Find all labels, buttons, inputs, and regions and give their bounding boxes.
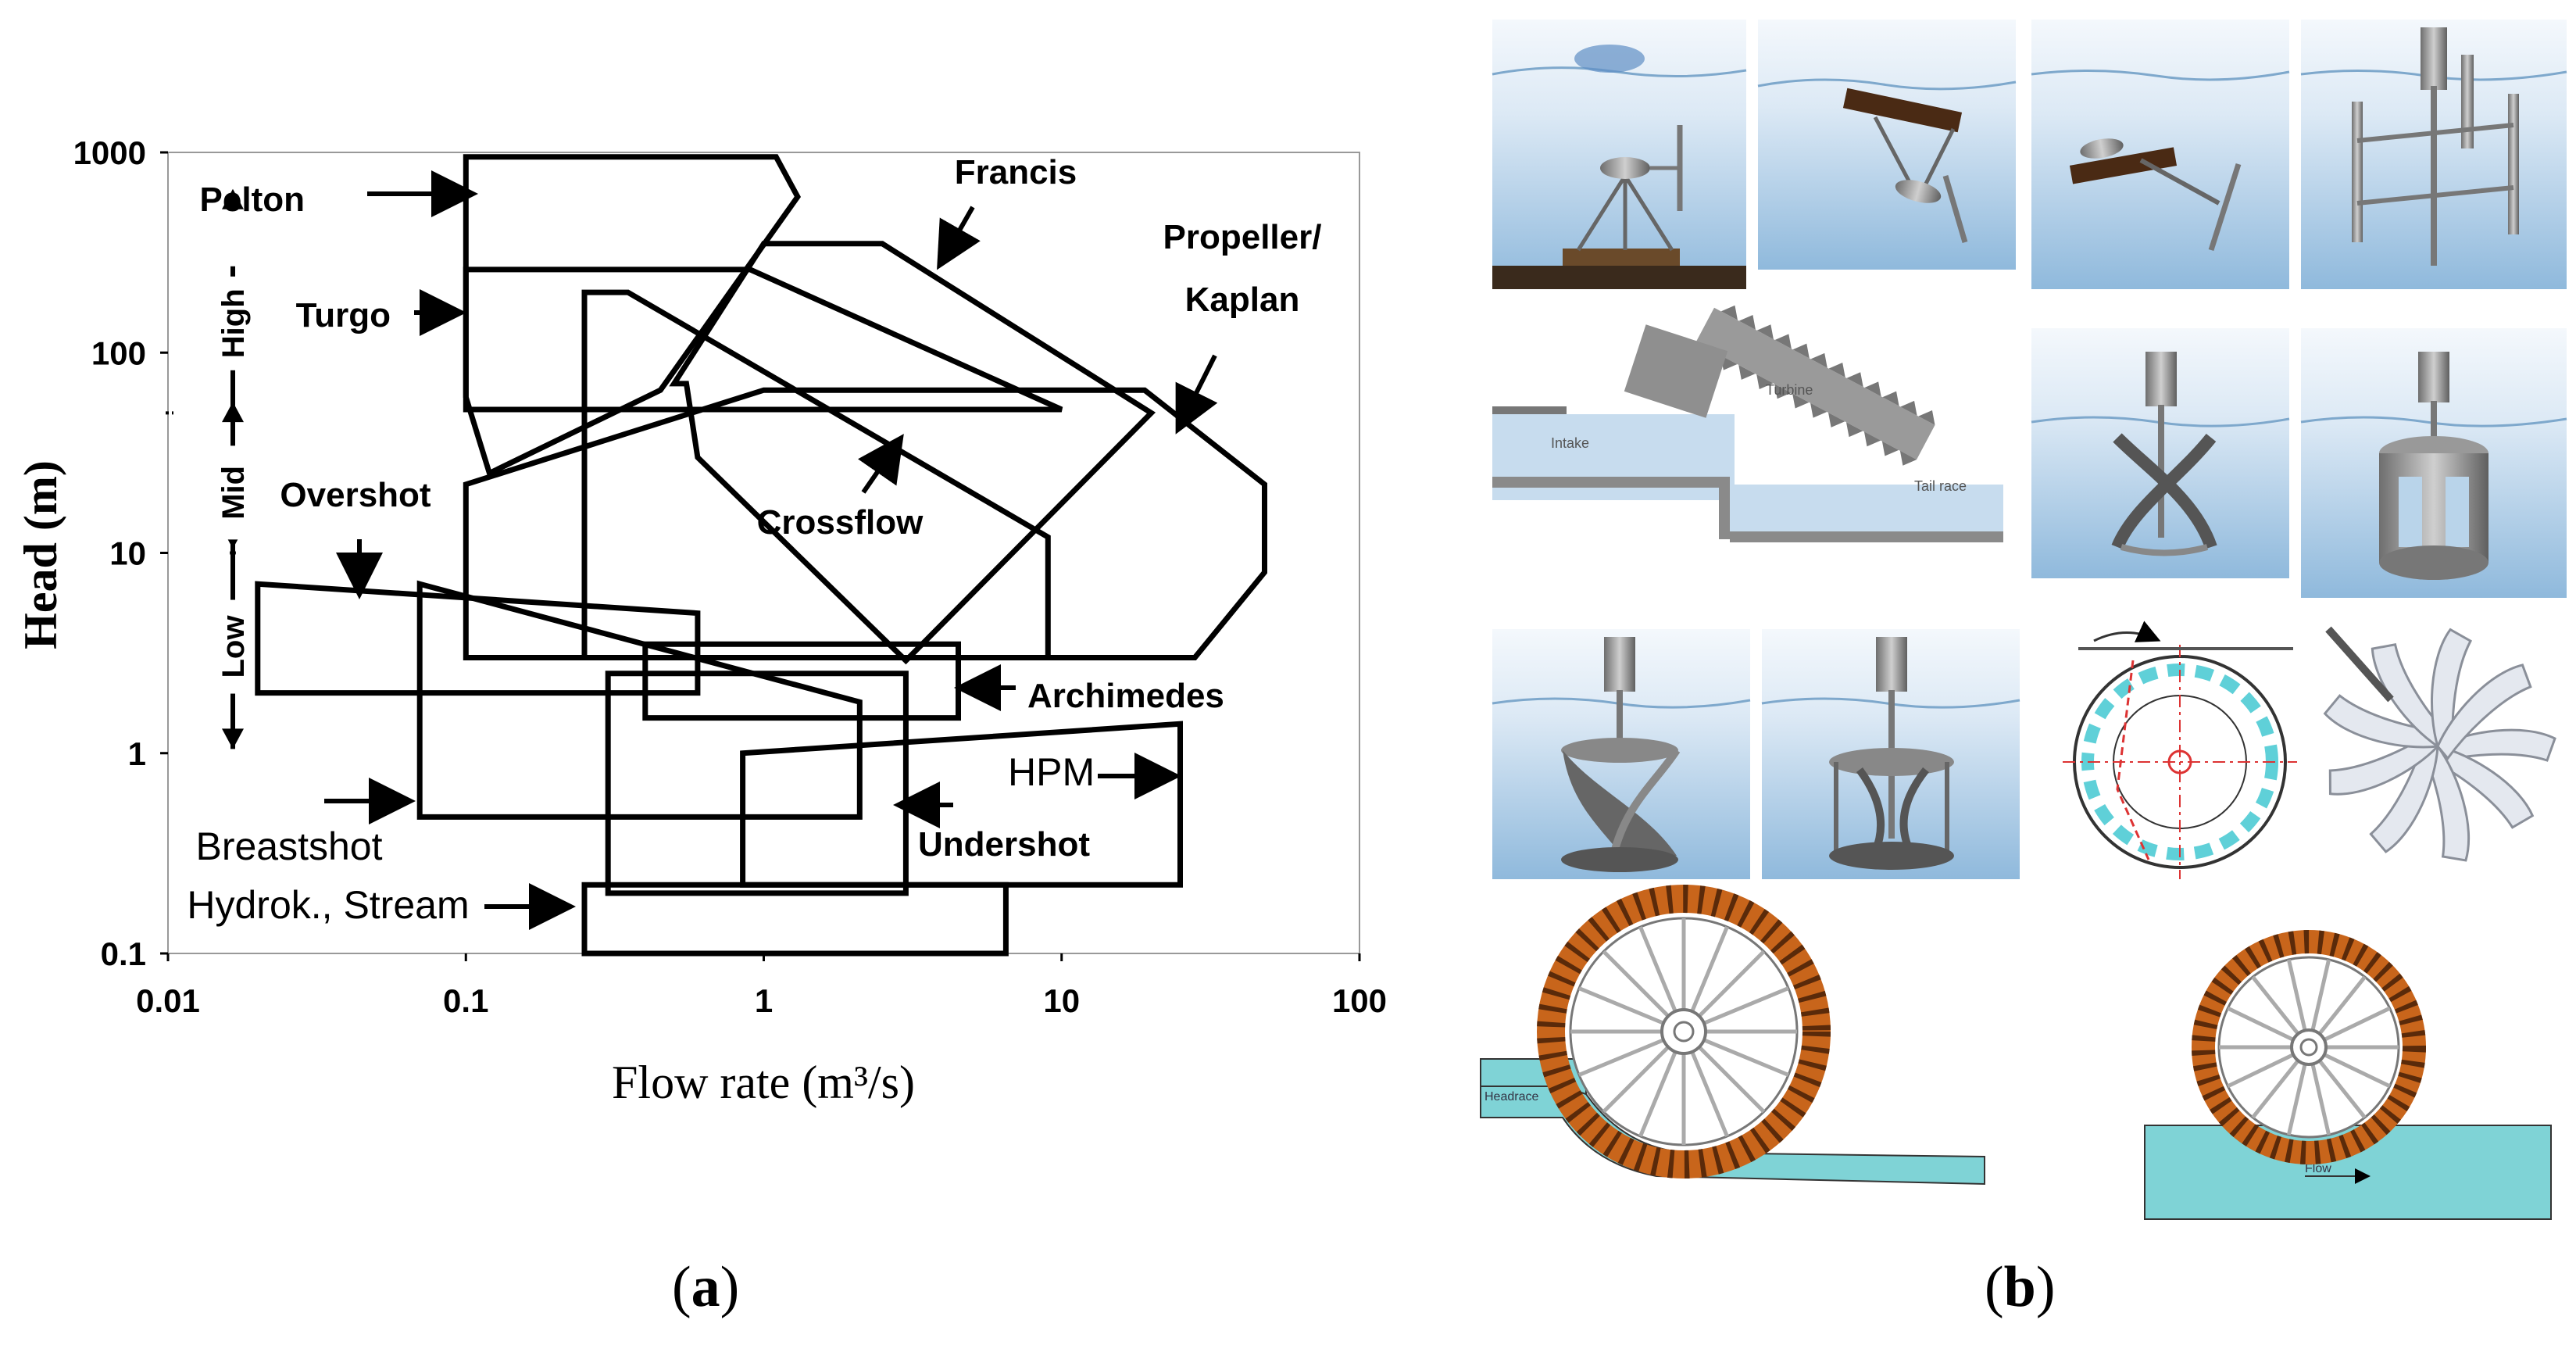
y-tick-label: 100 bbox=[91, 334, 146, 371]
head-range-high: High bbox=[216, 288, 251, 358]
label-undershot: Undershot bbox=[918, 825, 1090, 864]
label-archimedes: Archimedes bbox=[1027, 677, 1224, 715]
caption-b: (b) bbox=[1985, 1255, 2056, 1319]
region-overshot bbox=[255, 581, 701, 696]
turbine-label: Turbine bbox=[1766, 382, 1813, 398]
region-turgo bbox=[463, 266, 1063, 413]
x-tick-label: 0.1 bbox=[443, 982, 488, 1019]
region-crossflow bbox=[581, 289, 1051, 660]
label-francis: Francis bbox=[955, 153, 1077, 191]
headrace-label: Headrace bbox=[1485, 1090, 1538, 1103]
region-hpm bbox=[740, 721, 1183, 888]
vertical-axis-darrieus-h-rotor-tile bbox=[2300, 20, 2567, 289]
y-tick-label: 0.1 bbox=[101, 935, 146, 972]
y-tick-label: 1 bbox=[128, 735, 146, 772]
label-breastshot: Breastshot bbox=[195, 824, 382, 868]
label-arrow bbox=[1175, 354, 1218, 435]
horizontal-axis-turbine-floating-tile bbox=[1757, 20, 2017, 270]
region-undershot bbox=[605, 671, 909, 896]
y-axis-label: Head (m) bbox=[15, 460, 66, 649]
label-turgo: Turgo bbox=[296, 296, 391, 334]
turbine-illustrations: Intake Turbine Tail race bbox=[1480, 20, 2567, 1220]
tail-race-label: Tail race bbox=[1914, 478, 1967, 494]
region-archimedes bbox=[642, 641, 961, 721]
inclined-axis-turbine-floating-tile bbox=[2031, 20, 2290, 289]
label-kaplan: Kaplan bbox=[1185, 281, 1300, 319]
region-francis bbox=[669, 241, 1156, 665]
label-arrow bbox=[858, 434, 904, 494]
archimedes-screw-installation-tile: Intake Turbine Tail race bbox=[1492, 305, 2024, 555]
crossflow-rotor-drawing-tile bbox=[2063, 621, 2297, 879]
label-hydrok-stream: Hydrok., Stream bbox=[187, 883, 469, 927]
label-overshot: Overshot bbox=[280, 476, 431, 514]
x-axis-label: Flow rate (m³/s) bbox=[612, 1057, 915, 1108]
y-tick-label: 10 bbox=[109, 535, 146, 572]
intake-label: Intake bbox=[1551, 435, 1589, 451]
label-propeller: Propeller/ bbox=[1163, 218, 1322, 256]
stream-waterwheel-tile: Flow bbox=[2144, 930, 2552, 1220]
horizontal-axis-turbine-seabed-tile bbox=[1492, 20, 1747, 289]
y-tick-label: 1000 bbox=[73, 134, 146, 171]
illustration-panel: Intake Turbine Tail race bbox=[1469, 0, 2576, 1348]
savonius-helical-rotor-tile bbox=[1492, 629, 1751, 879]
x-tick-label: 10 bbox=[1043, 982, 1080, 1019]
x-tick-label: 100 bbox=[1332, 982, 1387, 1019]
head-range-mid: Mid bbox=[216, 466, 251, 520]
head-range-low: Low bbox=[216, 615, 251, 678]
flow-label: Flow bbox=[2305, 1162, 2331, 1175]
x-tick-label: 0.01 bbox=[136, 982, 200, 1019]
squirrel-cage-rotor-tile bbox=[2300, 328, 2567, 598]
savonius-rotor-tile bbox=[1761, 629, 2020, 879]
undershot-waterwheel-with-headrace-tile: Headrace bbox=[1480, 885, 1985, 1186]
label-hpm: HPM bbox=[1008, 750, 1095, 794]
x-tick-label: 1 bbox=[755, 982, 773, 1019]
region-breastshot bbox=[416, 580, 863, 820]
label-crossflow: Crossflow bbox=[757, 503, 924, 542]
label-pelton: Pelton bbox=[200, 181, 305, 219]
multi-blade-rotor-tile bbox=[2323, 626, 2556, 862]
label-arrow bbox=[937, 206, 981, 270]
region-pelton bbox=[463, 154, 802, 477]
gorlov-helical-rotor-tile bbox=[2031, 328, 2290, 578]
head-range-arrow-top bbox=[222, 188, 244, 209]
head-range-arrow-bottom bbox=[222, 728, 244, 749]
caption-a: (a) bbox=[672, 1255, 740, 1319]
region-hydrok-stream bbox=[581, 882, 1009, 957]
